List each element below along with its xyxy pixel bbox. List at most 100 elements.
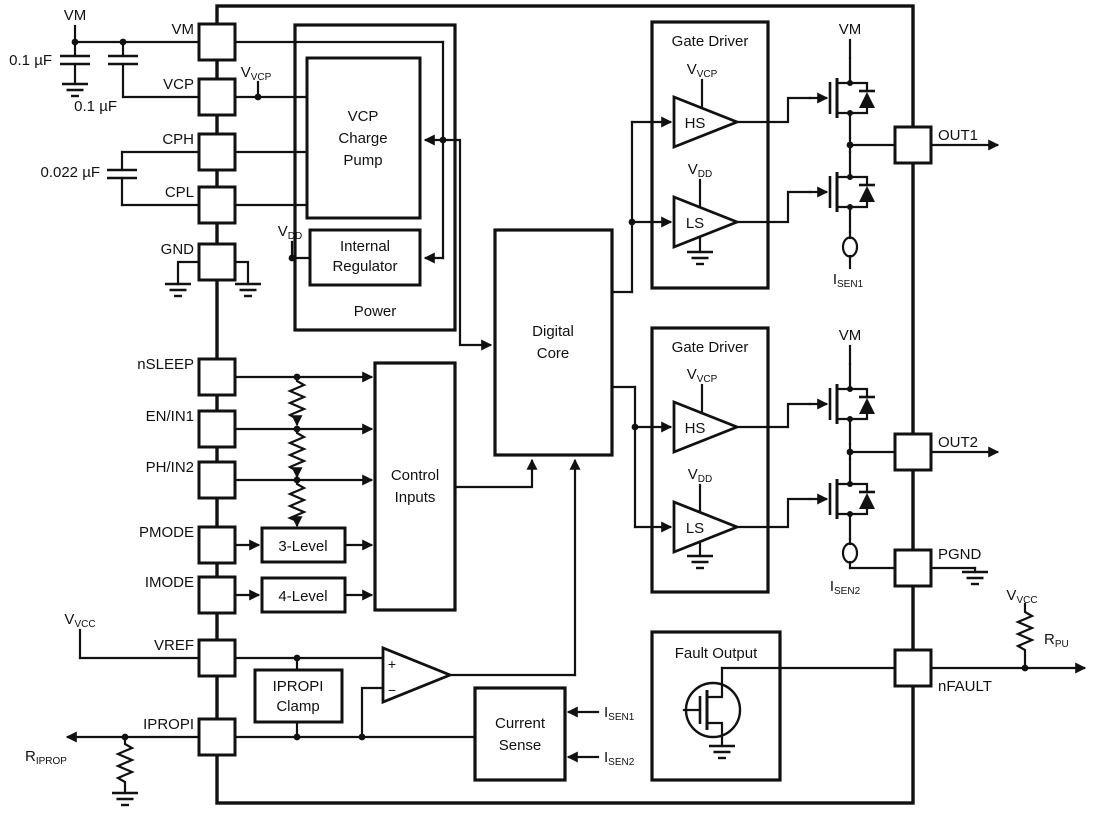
- vvcc-label: VVCC: [1006, 587, 1037, 606]
- pin-label-gnd: GND: [161, 241, 195, 258]
- pin-pgnd: [893, 548, 933, 588]
- comparator-plus: +: [388, 656, 396, 672]
- pin-label-nfault: nFAULT: [938, 678, 992, 695]
- ipropi-clamp-block: [253, 668, 344, 724]
- current-sense-title: Current: [495, 715, 546, 732]
- isen2-label: ISEN2: [604, 749, 635, 768]
- bypass-cap-vcp: [106, 54, 140, 66]
- digital-core-block: [493, 228, 614, 457]
- hs-label: HS: [685, 420, 706, 437]
- vm-supply-label: VM: [64, 7, 87, 24]
- isen1-label: ISEN1: [833, 271, 864, 290]
- pin-gnd: [197, 242, 237, 282]
- ripropi-label: RIPROP: [25, 748, 67, 767]
- pin-label-en-in1: EN/IN1: [146, 408, 194, 425]
- ground-symbol: [163, 282, 193, 298]
- pins: [197, 22, 933, 757]
- current-sense-title: Sense: [499, 737, 542, 754]
- control-inputs-title: Inputs: [395, 489, 436, 506]
- control-inputs-title: Control: [391, 467, 439, 484]
- hs-driver-triangle-1: [672, 94, 741, 150]
- four-level-block: [260, 576, 347, 614]
- internal-regulator-block: [308, 228, 422, 287]
- ipropi-clamp-title: IPROPI: [273, 678, 324, 695]
- pin-pmode: [197, 525, 237, 565]
- vvcc-label: VVCC: [64, 611, 95, 630]
- gate-driver-block-2: [650, 326, 770, 594]
- comparator: [381, 645, 454, 705]
- bypass-cap-vm: [58, 54, 92, 66]
- pin-label-pmode: PMODE: [139, 524, 194, 541]
- vdd-label: VDD: [688, 161, 712, 180]
- pulldown-resistor: [287, 427, 307, 479]
- ripropi-resistor: [115, 735, 135, 795]
- pin-en-in1: [197, 409, 237, 449]
- pin-label-nsleep: nSLEEP: [137, 356, 194, 373]
- pin-label-out1: OUT1: [938, 127, 978, 144]
- vdd-label: VDD: [688, 466, 712, 485]
- three-level-title: 3-Level: [278, 538, 327, 555]
- pin-label-imode: IMODE: [145, 574, 194, 591]
- fault-output-title: Fault Output: [675, 645, 758, 662]
- fault-output-block: [650, 630, 782, 782]
- hs-driver-triangle-2: [672, 399, 741, 455]
- pulldown-resistor: [287, 478, 307, 528]
- vvcp-label: VVCP: [687, 61, 718, 80]
- pin-label-out2: OUT2: [938, 434, 978, 451]
- half-bridges: [735, 38, 1000, 586]
- pin-label-cph: CPH: [162, 131, 194, 148]
- power-title: Power: [354, 303, 397, 320]
- pin-label-ph-in2: PH/IN2: [146, 459, 194, 476]
- pin-label-pgnd: PGND: [938, 546, 982, 563]
- four-level-title: 4-Level: [278, 588, 327, 605]
- pin-cpl: [197, 185, 237, 225]
- charge-pump-block: [305, 56, 422, 220]
- pin-label-vm: VM: [172, 21, 195, 38]
- labels: VM VCP CPH CPL GND nSLEEP EN/IN1 PH/IN2 …: [9, 7, 1069, 768]
- gate-driver-block-1: [650, 20, 770, 290]
- gate-driver-sections: [610, 20, 770, 594]
- pin-ph-in2: [197, 460, 237, 500]
- vm-rail-label: VM: [839, 21, 862, 38]
- cap-value-label: 0.1 µF: [74, 98, 117, 115]
- ground-symbol: [110, 791, 140, 807]
- pin-label-cpl: CPL: [165, 184, 194, 201]
- isen1-label: ISEN1: [604, 704, 635, 723]
- cap-value-label: 0.022 µF: [40, 164, 100, 181]
- pulldown-resistor: [287, 375, 307, 427]
- current-sense-block: [473, 686, 567, 782]
- comparator-minus: −: [388, 682, 396, 698]
- pin-nfault: [893, 648, 933, 688]
- digital-core-title: Core: [537, 345, 570, 362]
- pin-ipropi: [197, 717, 237, 757]
- gate-driver-title: Gate Driver: [672, 33, 749, 50]
- charge-pump-title: Charge: [338, 130, 387, 147]
- power-section: [233, 23, 493, 351]
- fault-output-section: [650, 602, 1087, 782]
- ipropi-clamp-title: Clamp: [276, 698, 319, 715]
- pin-vcp: [197, 77, 237, 117]
- vdd-label: VDD: [278, 223, 302, 242]
- regulator-title: Regulator: [332, 258, 397, 275]
- vvcp-label: VVCP: [241, 64, 272, 83]
- rpu-resistor: [1015, 602, 1035, 670]
- ground-symbol: [960, 570, 990, 586]
- flying-cap: [105, 168, 139, 180]
- hs-label: HS: [685, 115, 706, 132]
- pin-label-vcp: VCP: [163, 76, 194, 93]
- ls-label: LS: [686, 215, 704, 232]
- pin-label-vref: VREF: [154, 637, 194, 654]
- charge-pump-title: VCP: [348, 108, 379, 125]
- pin-out2: [893, 432, 933, 472]
- control-inputs-section: [233, 361, 538, 614]
- pin-vref: [197, 638, 237, 678]
- regulator-title: Internal: [340, 238, 390, 255]
- control-inputs-block: [373, 361, 457, 612]
- charge-pump-title: Pump: [343, 152, 382, 169]
- vm-rail-label: VM: [839, 327, 862, 344]
- pin-label-ipropi: IPROPI: [143, 716, 194, 733]
- three-level-block: [260, 526, 347, 564]
- pin-imode: [197, 575, 237, 615]
